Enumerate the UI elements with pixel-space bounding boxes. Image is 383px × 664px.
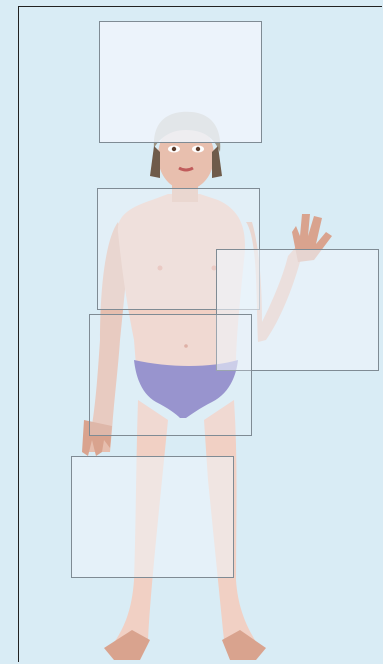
- drop-slot-hips[interactable]: [89, 314, 252, 436]
- drop-slot-legs[interactable]: [71, 456, 234, 578]
- drop-slot-head[interactable]: [99, 21, 262, 143]
